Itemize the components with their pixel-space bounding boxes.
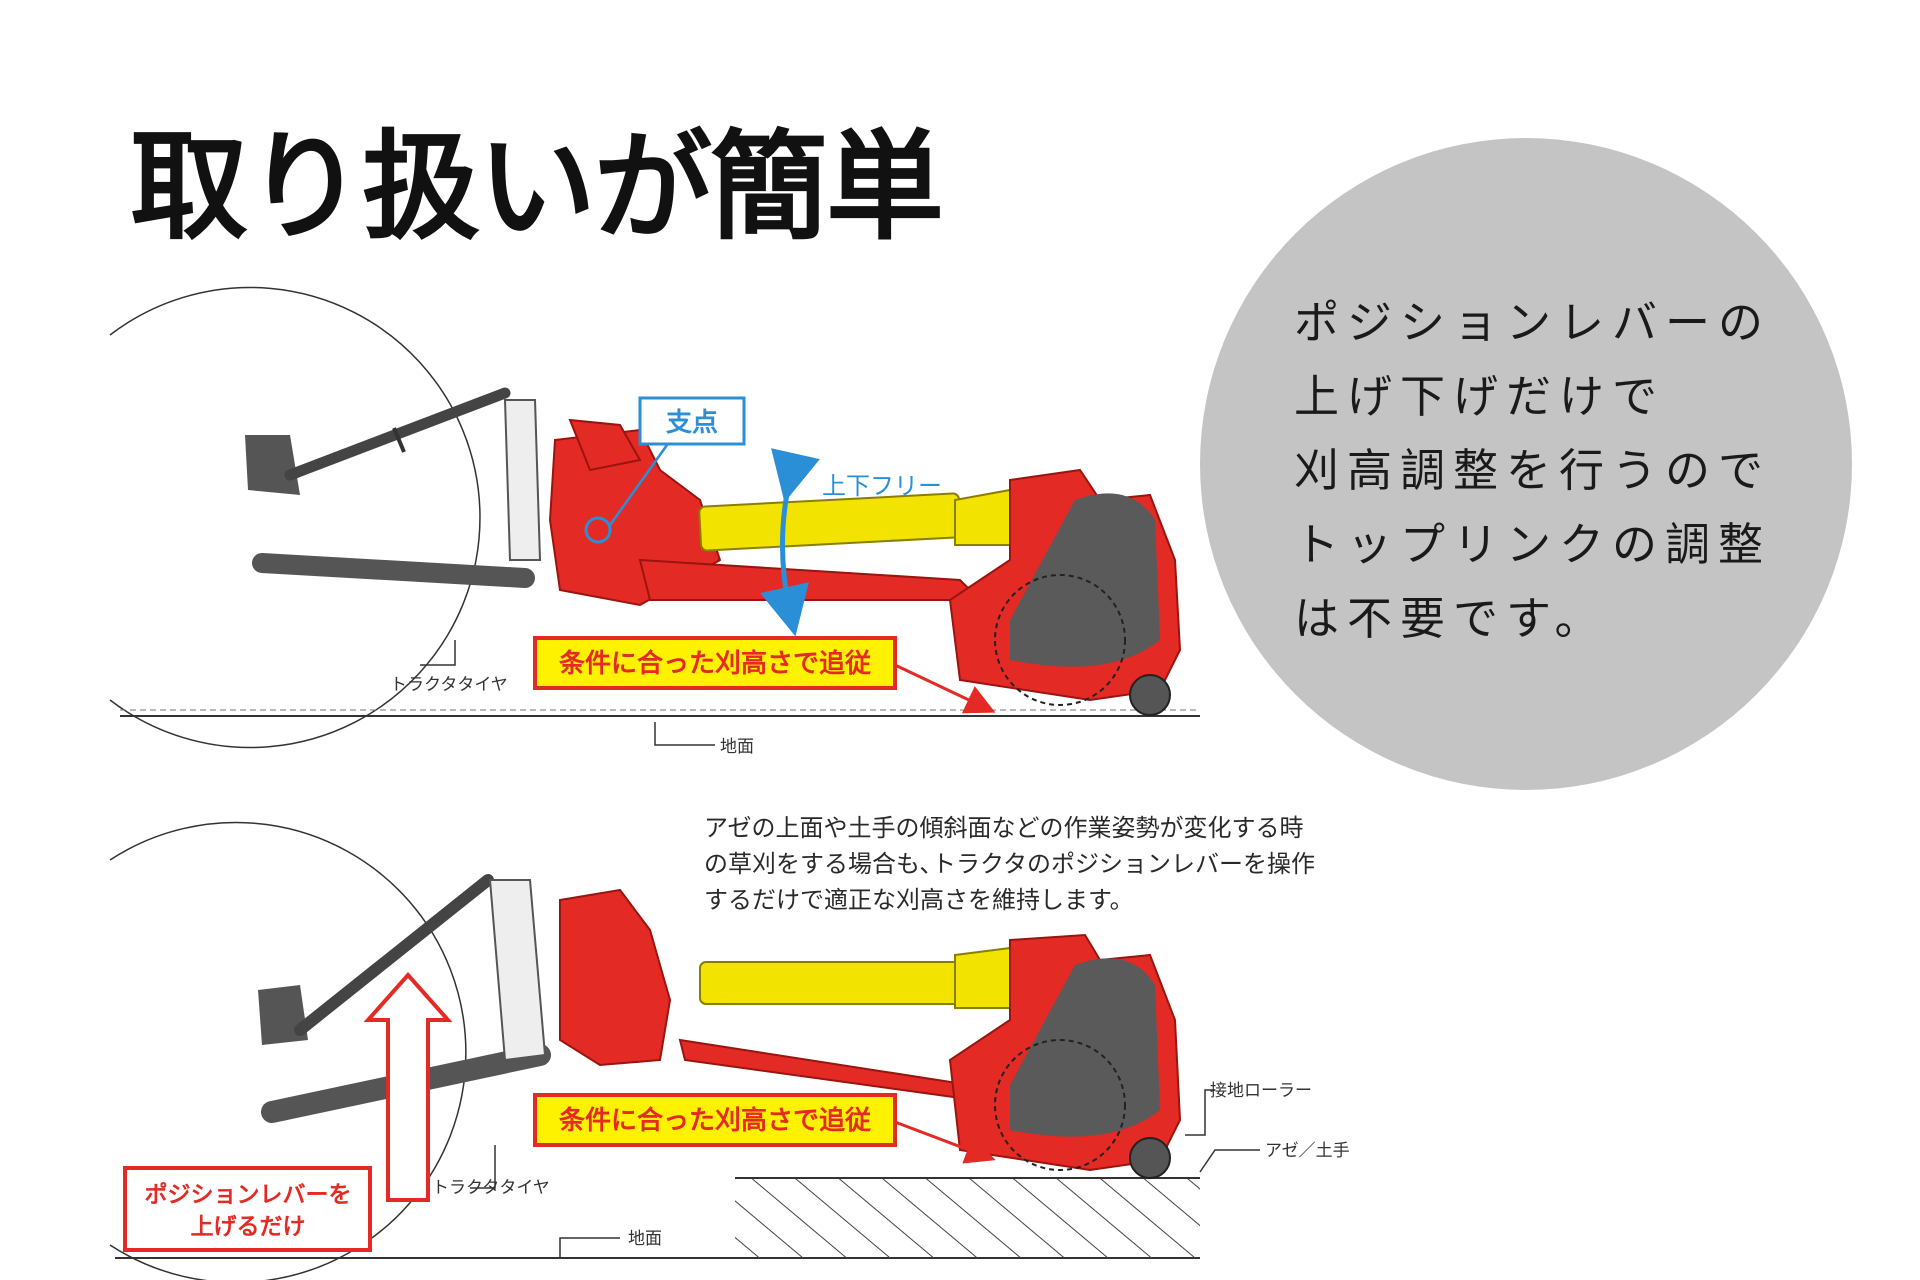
- fulcrum-label-box: [638, 396, 746, 446]
- tire-label: トラクタタイヤ: [432, 1178, 550, 1198]
- follow-label-box: [533, 636, 897, 690]
- description-line: するだけで適正な刈高さを維持します。: [704, 886, 1134, 914]
- hitch-plate: [258, 985, 308, 1045]
- fulcrum-label: 支点: [666, 407, 718, 438]
- tire-label: トラクタタイヤ: [390, 675, 508, 695]
- updown-label: 上下フリー: [822, 472, 942, 500]
- mower-frame: [559, 888, 672, 1067]
- ground-label: 地面: [628, 1229, 662, 1249]
- callout-line: は不要です。: [1294, 592, 1608, 645]
- lever-up-arrow: [363, 971, 453, 1202]
- follow-label: 条件に合った刈高さで追従: [559, 648, 871, 679]
- lever-label-line1: ポジションレバーを: [145, 1181, 352, 1208]
- page-title: 取り扱いが簡単: [130, 118, 944, 256]
- ground-label: 地面: [720, 737, 754, 757]
- levee-label: アゼ／土手: [1265, 1141, 1350, 1161]
- description-line: アゼの上面や土手の傾斜面などの作業姿勢が変化する時: [704, 814, 1304, 842]
- diagram-top: 支点 上下フリー 条件に合った刈高さで追従 トラクタタイヤ 地面: [109, 286, 1200, 757]
- callout-circle: [1200, 138, 1852, 790]
- callout-line: 上げ下げだけで: [1294, 370, 1666, 423]
- description-line: の草刈をする場合も､トラクタのポジションレバーを操作: [704, 850, 1316, 878]
- diagram-bottom: ポジションレバーを 上げるだけ 条件に合った刈高さで追従 接地ローラー アゼ／土…: [109, 821, 1350, 1280]
- pto-shaft: [699, 961, 961, 1005]
- callout-line: 刈高調整を行うので: [1294, 444, 1772, 497]
- lower-link: [252, 553, 535, 588]
- callout-text: ポジションレバーの 上げ下げだけで 刈高調整を行うので トップリンクの調整 は不…: [1294, 286, 1771, 656]
- updown-arrow: [760, 448, 820, 637]
- lever-label-box: [123, 1166, 372, 1252]
- description-text: アゼの上面や土手の傾斜面などの作業姿勢が変化する時 の草刈をする場合も､トラクタ…: [704, 810, 1315, 918]
- roller-label: 接地ローラー: [1210, 1081, 1312, 1101]
- tractor-tire-outline: [109, 821, 467, 1280]
- hitch-plate: [245, 435, 300, 495]
- fulcrum-point: [584, 516, 612, 544]
- top-link: [294, 874, 494, 1036]
- levee-slope: [735, 1178, 1200, 1258]
- tractor-tire-outline: [109, 286, 481, 749]
- callout-line: ポジションレバーの: [1294, 296, 1772, 349]
- lever-label-line2: 上げるだけ: [191, 1214, 306, 1240]
- pto-shaft: [698, 492, 962, 552]
- follow-label-box: [533, 1093, 897, 1147]
- callout-line: トップリンクの調整: [1294, 518, 1772, 571]
- follow-label: 条件に合った刈高さで追従: [559, 1105, 871, 1136]
